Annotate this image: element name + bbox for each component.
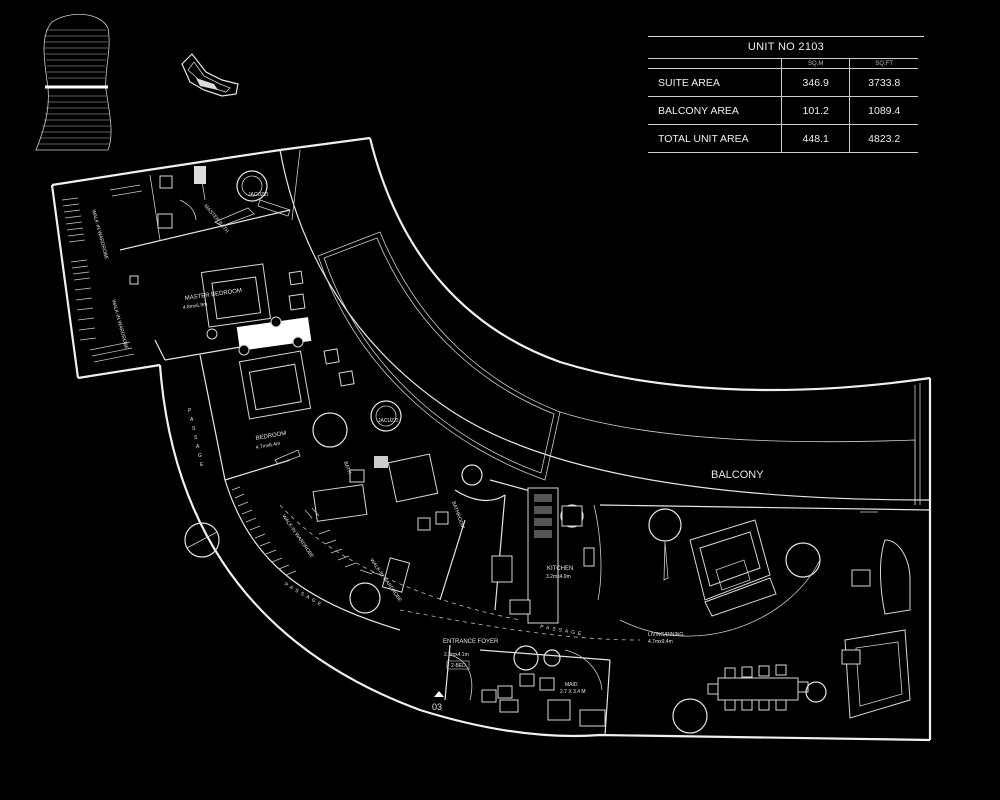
key-plan-tower (35, 13, 112, 151)
unit-header-sqm: SQ.M (780, 58, 850, 69)
section-marker-label: 03 (432, 702, 442, 712)
bedroom-bath (349, 400, 483, 531)
table-row: TOTAL UNIT AREA 448.1 4823.2 (648, 124, 918, 153)
passage-letter: P (188, 408, 192, 414)
table-header-row: SQ.M SQ.FT (648, 58, 918, 69)
kitchen-label: KITCHEN (547, 566, 573, 572)
section-marker: 03 (432, 691, 444, 712)
balcony-label: BALCONY (711, 469, 764, 481)
master-bath (157, 166, 291, 229)
passage-letter: S (192, 426, 196, 432)
bedroom-label: BEDROOM (255, 431, 287, 442)
living-dining-size: 4.7mx9.4m (648, 639, 673, 645)
maid-label: MAID (565, 682, 578, 688)
walk-in-wardrobes (231, 484, 411, 614)
room-labels: BALCONY MASTER BEDROOM 4.8mx6.9m MASTER … (90, 192, 764, 695)
walk-in-wardrobe-label-4: WALK-IN WARDROBE (110, 299, 129, 351)
living-dining-label: LIVING/DINING (648, 632, 683, 638)
passage-letter: A (196, 444, 200, 450)
maid-size: 2.7 X 3.4 M (560, 689, 586, 695)
master-wardrobe-storage (61, 184, 143, 363)
walk-in-wardrobe-label-3: WALK-IN WARDROBE (90, 209, 109, 261)
unit-area-table: UNIT NO 2103 SQ.M SQ.FT SUITE AREA 346.9… (648, 36, 924, 153)
passage-letter: A (190, 417, 194, 423)
bedroom-bed (238, 336, 355, 465)
master-bed (129, 263, 312, 351)
passage-letter: G (198, 453, 202, 459)
bathroom-label: BATHROOM (450, 501, 465, 530)
row-sqft: 4823.2 (849, 124, 918, 153)
row-sqm: 346.9 (780, 68, 850, 97)
jacuzzi-label: JACUZZI (248, 192, 269, 198)
passage-letter: S (194, 435, 198, 441)
row-sqm: 101.2 (780, 96, 850, 125)
passage-guides (279, 504, 641, 641)
passage-letter: E (200, 462, 204, 468)
table-row: BALCONY AREA 101.2 1089.4 (648, 96, 918, 125)
jacuzzi-label-2: JACUZZI (378, 418, 399, 424)
bed-tag-label: 2-BED (451, 663, 466, 669)
unit-number-title: UNIT NO 2103 (648, 36, 924, 58)
row-sqm: 448.1 (780, 124, 850, 153)
passage-label-2: PASSAGE (283, 582, 325, 609)
header-blank (648, 58, 782, 69)
row-sqft: 3733.8 (849, 68, 918, 97)
row-label: BALCONY AREA (648, 96, 782, 125)
walk-in-wardrobe-label: WALK-IN WARDROBE (280, 514, 315, 560)
master-bedroom-size: 4.8mx6.9m (182, 302, 207, 311)
bath-label: BATH (342, 461, 352, 476)
balcony-area (279, 149, 931, 505)
bedroom-size: 4.7mx6.4m (255, 441, 280, 451)
passage-label-3: PASSAGE (540, 624, 585, 638)
unit-header-sqft: SQ.FT (849, 58, 918, 69)
structural-columns (184, 522, 220, 558)
kitchen-size: 3.2mx4.9m (546, 574, 571, 580)
entrance-maid (449, 645, 606, 727)
area-table-grid: SQ.M SQ.FT SUITE AREA 346.9 3733.8 BALCO… (648, 58, 918, 153)
exterior-walls (50, 136, 932, 742)
interior-walls (119, 149, 931, 736)
row-sqft: 1089.4 (849, 96, 918, 125)
table-row: SUITE AREA 346.9 3733.8 (648, 68, 918, 97)
kitchen-fixtures (491, 487, 602, 624)
entrance-foyer-label: ENTRANCE FOYER (443, 639, 499, 645)
row-label: TOTAL UNIT AREA (648, 124, 782, 153)
living-dining-furniture (619, 508, 911, 734)
entrance-foyer-size: 2.3mx4.1m (444, 652, 469, 658)
row-label: SUITE AREA (648, 68, 782, 97)
key-plan-floor (181, 53, 239, 97)
